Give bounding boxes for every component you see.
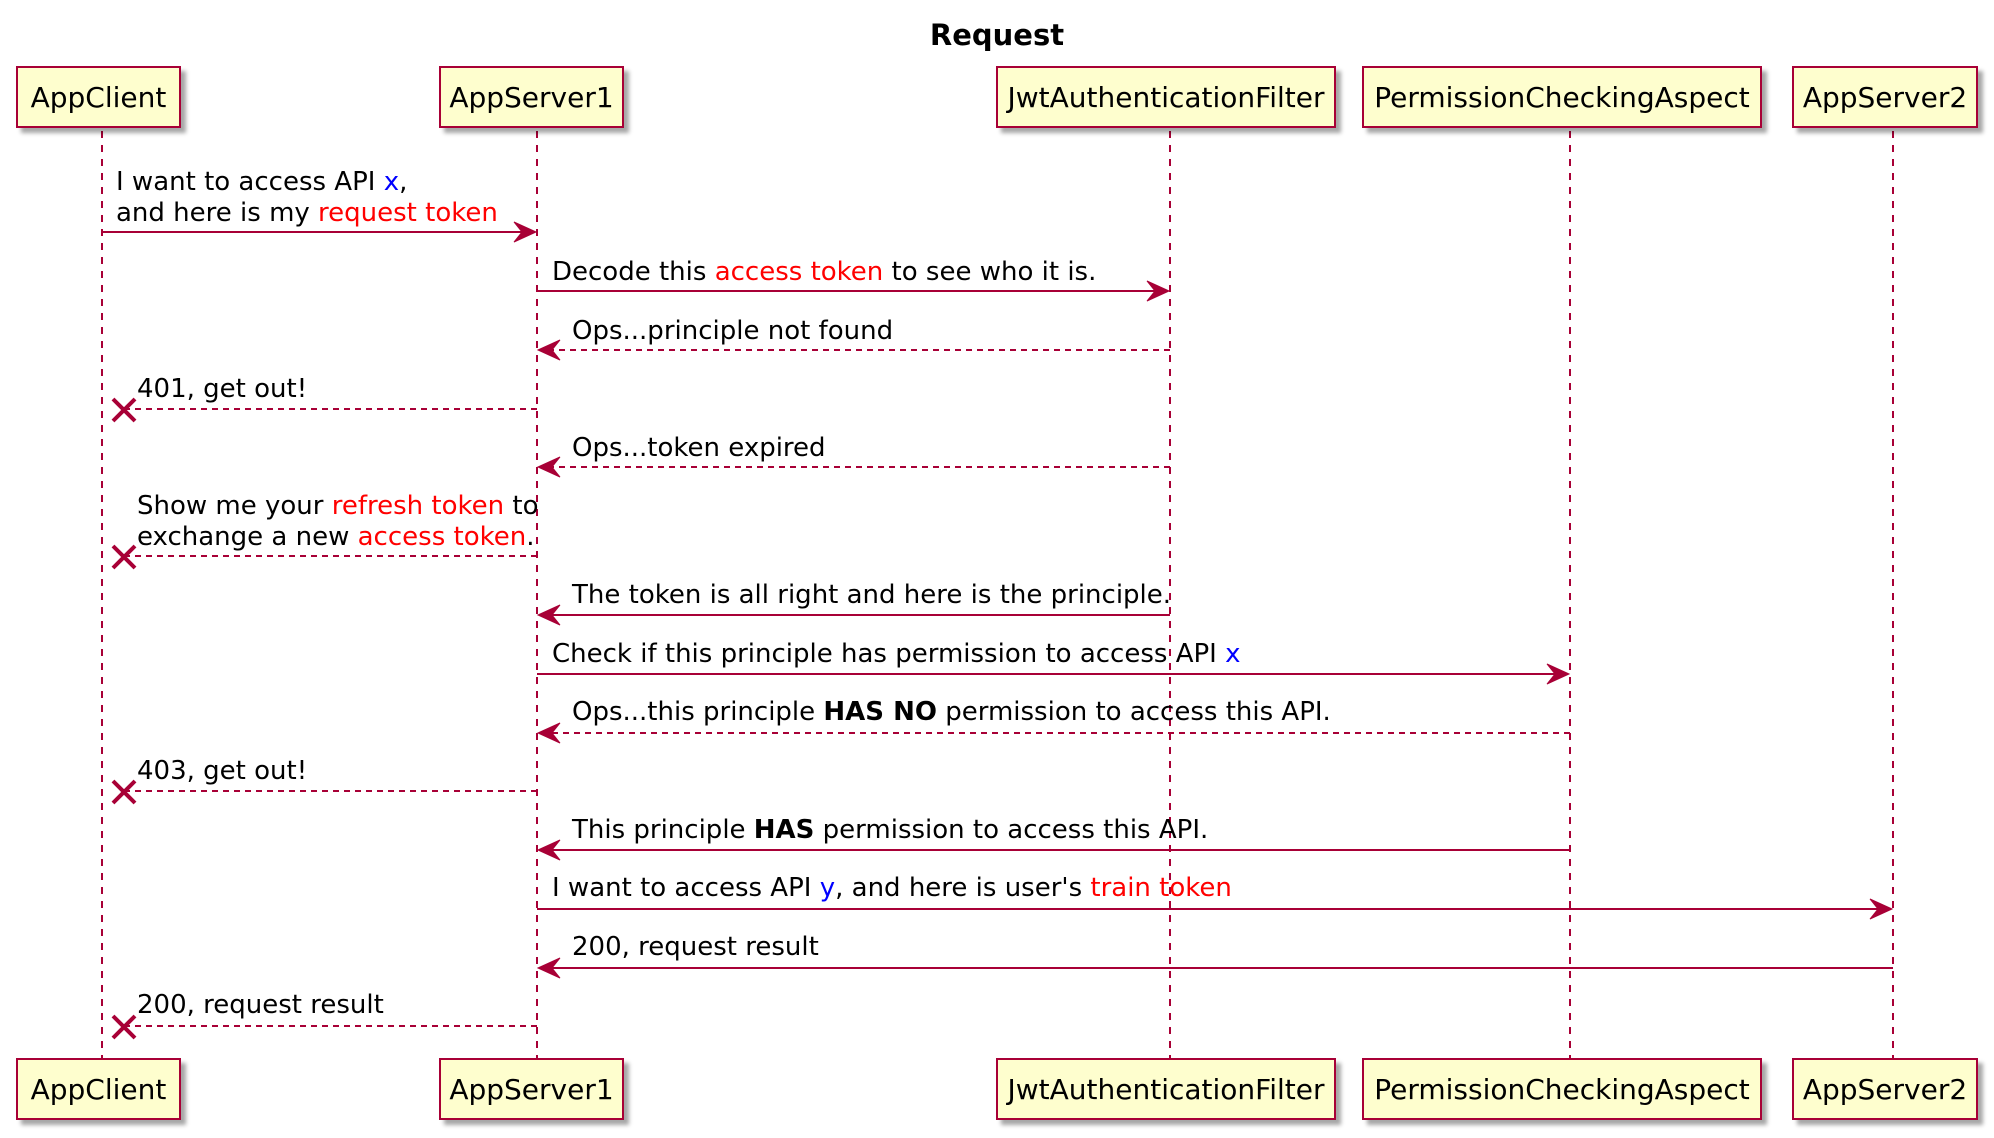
message-14-destroy-marker xyxy=(111,1014,137,1040)
message-3-arrowhead xyxy=(536,339,561,361)
participant-appclient-top: AppClient xyxy=(16,66,181,128)
message-7-arrowhead xyxy=(536,604,561,626)
participant-permaspect-bottom: PermissionCheckingAspect xyxy=(1362,1058,1762,1120)
message-5-arrowhead xyxy=(536,456,561,478)
message-9-label: Ops...this principle HAS NO permission t… xyxy=(572,697,1331,727)
participant-jwtfilter-bottom: JwtAuthenticationFilter xyxy=(996,1058,1336,1120)
message-5-label: Ops...token expired xyxy=(572,433,826,463)
message-7-label: The token is all right and here is the p… xyxy=(572,580,1172,610)
message-1-label: I want to access API x, and here is my r… xyxy=(116,167,498,228)
message-6-label: Show me your refresh token to exchange a… xyxy=(137,491,539,552)
message-6-destroy-marker xyxy=(111,544,137,570)
message-4-destroy-marker xyxy=(111,397,137,423)
message-9-arrowhead xyxy=(536,722,561,744)
message-10-label: 403, get out! xyxy=(137,756,308,786)
message-10-destroy-marker xyxy=(111,779,137,805)
participant-appclient-bottom: AppClient xyxy=(16,1058,181,1120)
participant-permaspect-top: PermissionCheckingAspect xyxy=(1362,66,1762,128)
message-12-label: I want to access API y, and here is user… xyxy=(552,873,1232,903)
message-13-label: 200, request result xyxy=(572,932,819,962)
participant-appserver1-bottom: AppServer1 xyxy=(439,1058,624,1120)
message-2-label: Decode this access token to see who it i… xyxy=(552,257,1097,287)
participant-jwtfilter-top: JwtAuthenticationFilter xyxy=(996,66,1336,128)
message-2-arrowhead xyxy=(1146,280,1171,302)
message-4-label: 401, get out! xyxy=(137,374,308,404)
message-8-label: Check if this principle has permission t… xyxy=(552,639,1241,669)
message-12-arrowhead xyxy=(1869,898,1894,920)
participant-appserver2-bottom: AppServer2 xyxy=(1792,1058,1978,1120)
message-11-label: This principle HAS permission to access … xyxy=(572,815,1209,845)
message-14-label: 200, request result xyxy=(137,990,384,1020)
participant-appserver1-top: AppServer1 xyxy=(439,66,624,128)
message-8-arrowhead xyxy=(1546,663,1571,685)
participant-appserver2-top: AppServer2 xyxy=(1792,66,1978,128)
diagram-title: Request xyxy=(929,18,1065,52)
message-3-label: Ops...principle not found xyxy=(572,316,894,346)
message-13-arrowhead xyxy=(536,957,561,979)
message-11-arrowhead xyxy=(536,839,561,861)
message-1-arrowhead xyxy=(513,221,538,243)
